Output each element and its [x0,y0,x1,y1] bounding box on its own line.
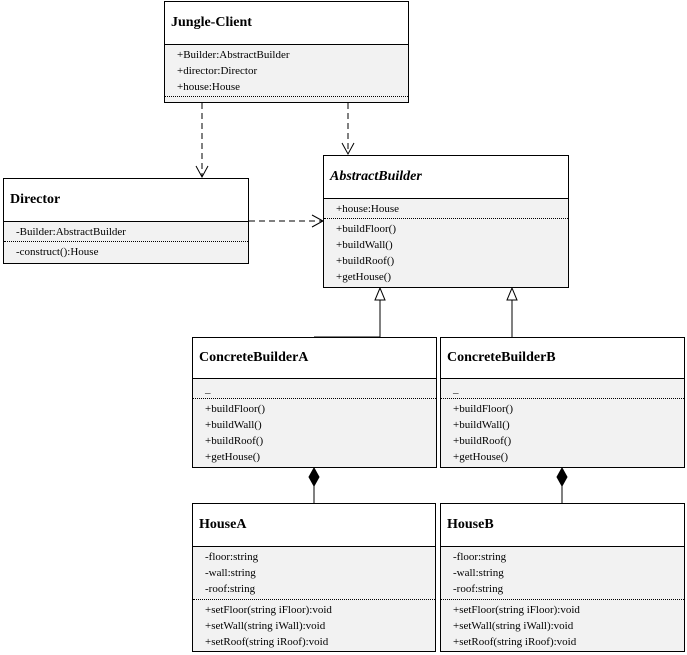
attribute: +Builder:AbstractBuilder [177,49,290,61]
operation: +setWall(string iWall):void [453,620,574,632]
operation: +getHouse() [453,451,509,463]
operation: +buildWall() [336,239,393,251]
class-name: Director [10,192,61,207]
class-name: ConcreteBuilderA [199,350,309,365]
operation: +getHouse() [336,271,392,283]
attribute: -wall:string [205,567,256,579]
operations-compartment: +buildFloor() +buildWall() +buildRoof() … [324,218,568,287]
attribute: -wall:string [453,567,504,579]
operation: +setFloor(string iFloor):void [205,604,332,616]
operations-compartment: +buildFloor() +buildWall() +buildRoof() … [193,398,436,467]
operation: +buildWall() [205,419,262,431]
composition-builder-a-house-a [308,466,320,503]
class-name: ConcreteBuilderB [447,350,556,365]
operation: +buildRoof() [205,435,264,447]
operations-compartment: +setFloor(string iFloor):void +setWall(s… [441,599,684,651]
operation: +buildFloor() [336,223,396,235]
operation: +setRoof(string iRoof):void [453,636,577,648]
attribute: +director:Director [177,65,258,77]
operation: -construct():House [16,246,99,258]
dependency-director-to-abstractbuilder [249,214,325,228]
operations-compartment: -construct():House [4,241,248,263]
attribute: -roof:string [453,583,504,595]
operation: +getHouse() [205,451,261,463]
dependency-client-to-abstractbuilder [341,103,355,156]
attributes-compartment: +house:House [324,198,568,218]
attributes-compartment: +Builder:AbstractBuilder +director:Direc… [165,44,408,102]
attribute: +house:House [177,81,241,93]
dependency-client-to-director [195,103,209,179]
generalization-builder-b [506,286,518,337]
divider [165,96,408,97]
operation: +setFloor(string iFloor):void [453,604,580,616]
class-name: HouseB [447,517,494,532]
attribute: -roof:string [205,583,256,595]
class-abstract-builder[interactable]: AbstractBuilder +house:House +buildFloor… [323,155,569,288]
attribute: -floor:string [453,551,507,563]
operation: +buildRoof() [336,255,395,267]
class-jungle-client[interactable]: Jungle-Client +Builder:AbstractBuilder +… [164,1,409,103]
operation: +buildRoof() [453,435,512,447]
class-name: Jungle-Client [171,15,252,30]
class-house-a[interactable]: HouseA -floor:string -wall:string -roof:… [192,503,436,652]
class-house-b[interactable]: HouseB -floor:string -wall:string -roof:… [440,503,685,652]
attribute: -Builder:AbstractBuilder [16,226,126,238]
class-concrete-builder-a[interactable]: ConcreteBuilderA _ +buildFloor() +buildW… [192,337,437,468]
operations-compartment: +setFloor(string iFloor):void +setWall(s… [193,599,435,651]
class-name: AbstractBuilder [330,169,422,184]
attribute: +house:House [336,203,400,215]
attribute: -floor:string [205,551,259,563]
operation: +setWall(string iWall):void [205,620,326,632]
attribute: _ [205,383,211,395]
operation: +buildFloor() [205,403,265,415]
operation: +buildFloor() [453,403,513,415]
attributes-compartment: -floor:string -wall:string -roof:string [193,546,435,599]
attributes-compartment: _ [193,378,436,398]
operation: +setRoof(string iRoof):void [205,636,329,648]
operations-compartment: +buildFloor() +buildWall() +buildRoof() … [441,398,684,467]
attribute: _ [453,383,459,395]
attributes-compartment: _ [441,378,684,398]
composition-builder-b-house-b [556,466,568,503]
attributes-compartment: -Builder:AbstractBuilder [4,221,248,241]
attributes-compartment: -floor:string -wall:string -roof:string [441,546,684,599]
class-concrete-builder-b[interactable]: ConcreteBuilderB _ +buildFloor() +buildW… [440,337,685,468]
generalization-builder-a [314,286,386,338]
operation: +buildWall() [453,419,510,431]
class-name: HouseA [199,517,247,532]
class-director[interactable]: Director -Builder:AbstractBuilder -const… [3,178,249,264]
